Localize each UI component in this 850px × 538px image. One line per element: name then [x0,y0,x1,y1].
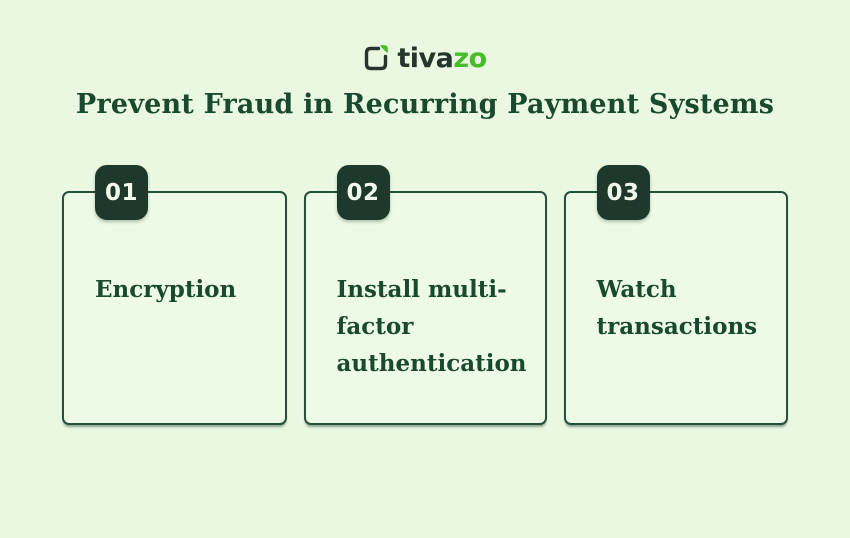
step-number-badge-1: 01 [95,165,148,220]
tivazo-logo-icon [365,45,389,71]
page-title: Prevent Fraud in Recurring Payment Syste… [75,89,775,120]
step-number-badge-3: 03 [596,165,650,220]
infographic-page: tivazo Prevent Fraud in Recurring Paymen… [0,44,850,538]
step-card-1: 01 Encryption [62,165,287,425]
step-label-2: Install multi-factor authentication [336,276,527,377]
brand-name-prefix: tiva [397,42,454,74]
step-card-2: 02 Install multi-factor authentication [303,165,547,425]
brand-name-suffix: zo [453,42,487,74]
step-label-3: Watch transactions [596,276,758,340]
brand-name: tivazo [397,42,487,74]
step-card-3: 03 Watch transactions [563,165,789,425]
step-label-1: Encryption [95,276,237,303]
step-number-badge-2: 02 [336,165,390,220]
brand-logo: tivazo [0,44,850,72]
steps-row: 01 Encryption 02 Install multi-factor au… [62,165,789,425]
